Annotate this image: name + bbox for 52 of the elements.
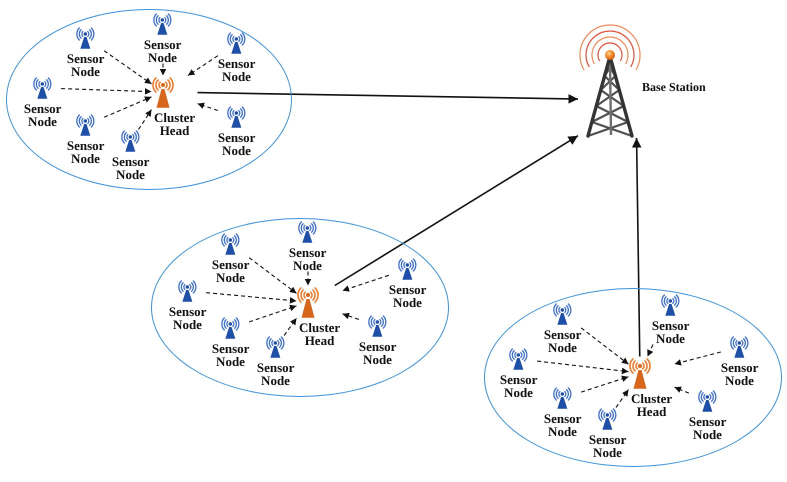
sensor-label: Sensor Node [720,360,758,386]
sensor-label: Sensor Node [358,340,396,366]
sensor-label: Sensor Node [544,412,582,438]
sensor-label: Sensor Node [256,360,294,386]
sensor-label: Sensor Node [688,414,726,440]
sensor-label: Sensor Node [500,372,538,398]
dashed-arrow [674,386,690,394]
sensor-label: Sensor Node [66,138,104,164]
dashed-arrow [284,318,297,336]
dashed-arrow [104,50,152,84]
sensor-label: Sensor Node [212,342,250,368]
cluster-head-label: Cluster Head [631,392,672,418]
dashed-arrow [248,257,297,294]
cluster-ellipse [484,288,782,467]
dashed-arrow [248,304,297,322]
arrow [632,138,642,357]
sensor-label: Sensor Node [388,282,426,308]
dashed-arrow [138,109,152,130]
dashed-arrow [61,88,152,95]
dashed-arrow [616,389,629,408]
dashed-arrow [206,292,297,304]
cluster-head-label: Cluster Head [299,320,340,346]
arrow [334,135,578,286]
cluster-head-label: Cluster Head [154,110,195,136]
dashed-arrow [104,96,152,118]
station-label: Base Station [642,80,706,94]
dashed-arrow [580,327,629,365]
dashed-arrow [342,312,360,320]
dashed-arrow [647,344,654,357]
dashed-arrow [188,55,218,76]
sensor-label: Sensor Node [588,432,626,458]
dashed-arrow [304,272,312,286]
dashed-arrow [160,64,166,76]
sensor-label: Sensor Node [288,246,326,272]
sensor-label: Sensor Node [144,38,182,64]
dashed-arrow [537,360,629,374]
sensor-label: Sensor Node [24,102,62,128]
cluster-ellipse [151,218,449,397]
sensor-label: Sensor Node [112,154,150,180]
sensor-label: Sensor Node [168,304,206,330]
sensor-label: Sensor Node [544,328,582,354]
dashed-arrow [581,376,629,393]
dashed-arrow [342,274,390,292]
sensor-label: Sensor Node [212,258,250,284]
sensor-label: Sensor Node [652,318,690,344]
arrow [197,92,578,104]
dashed-arrow [674,351,721,366]
sensor-label: Sensor Node [66,52,104,78]
dashed-arrow [197,102,218,112]
cluster-ellipse [6,9,292,190]
sensor-label: Sensor Node [218,56,256,82]
sensor-label: Sensor Node [218,130,256,156]
